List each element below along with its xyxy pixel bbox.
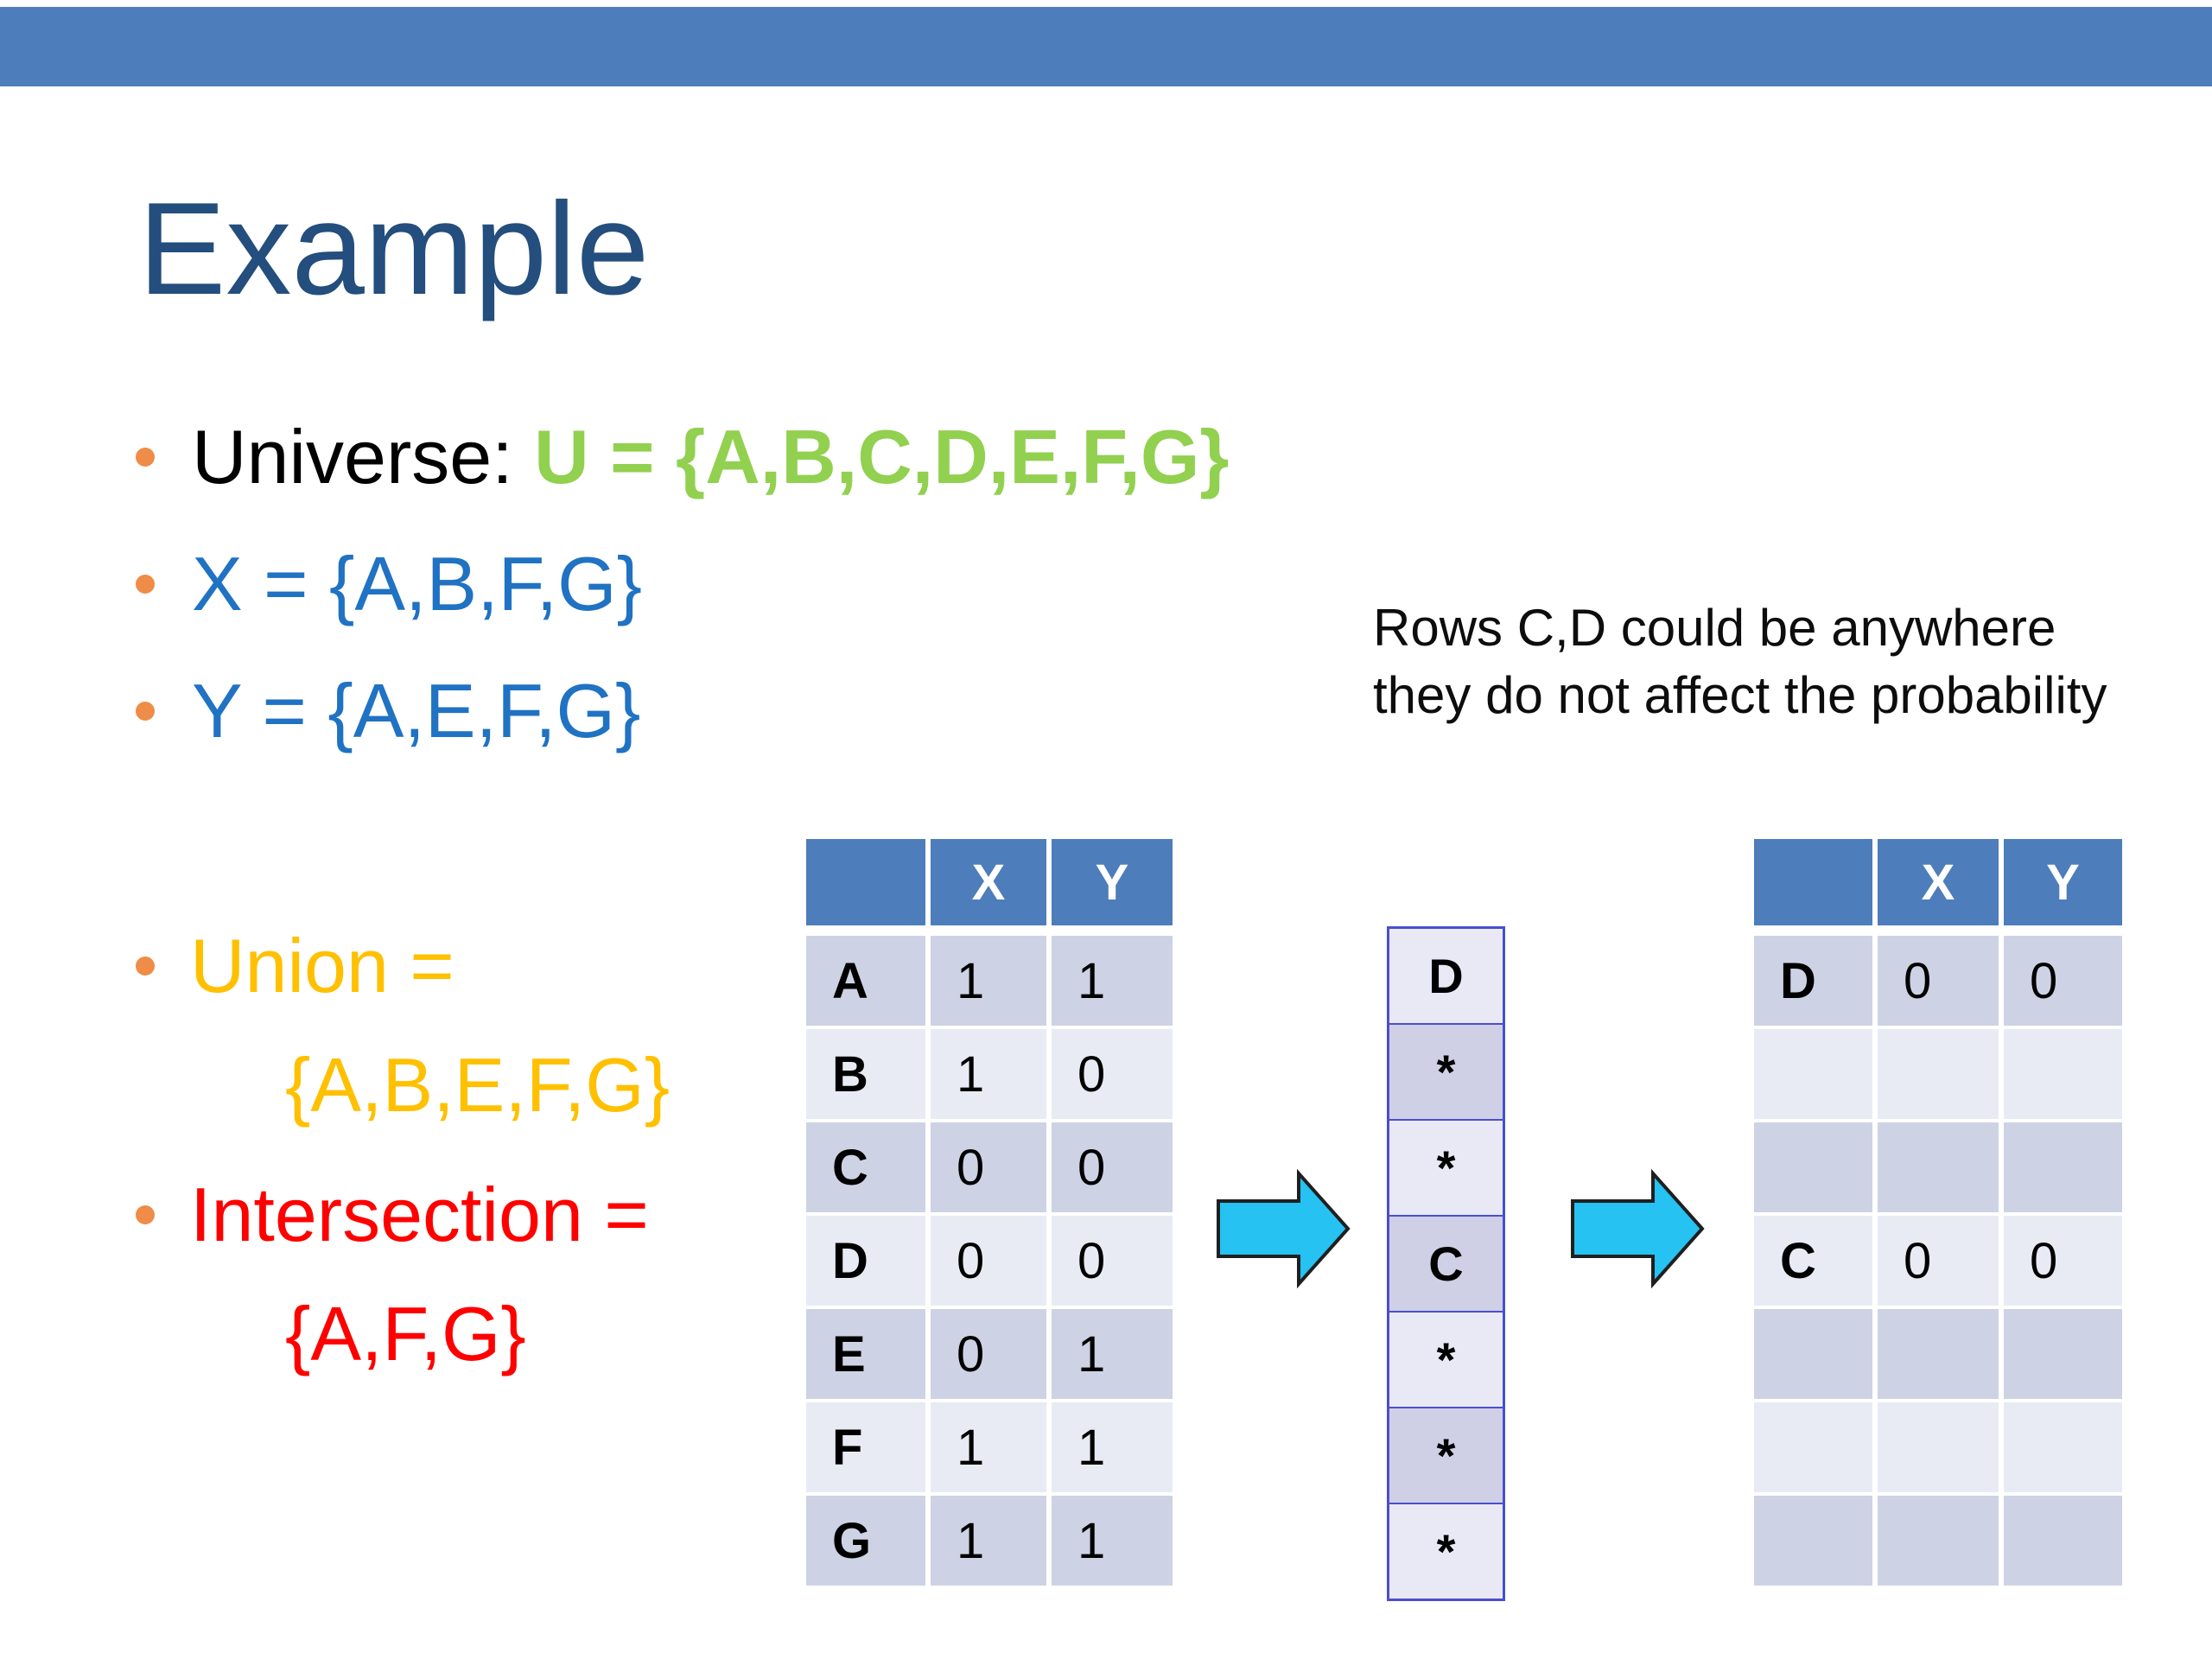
row-label-cell: F (806, 1402, 925, 1492)
bullet-dot-icon (136, 702, 155, 721)
order-cell: * (1389, 1121, 1503, 1217)
table-row: D 0 0 (806, 1216, 1173, 1306)
table-row (1754, 1309, 2122, 1399)
bullet-intersection-label: Intersection = (190, 1172, 649, 1257)
x-value-cell: 1 (931, 1029, 1046, 1119)
x-value-cell: 1 (931, 1496, 1046, 1586)
page-title: Example (138, 175, 650, 322)
y-value-cell: 0 (1052, 1029, 1173, 1119)
row-label-cell: B (806, 1029, 925, 1119)
table-row: G 1 1 (806, 1496, 1173, 1586)
order-cell: * (1389, 1408, 1503, 1504)
table-row: B 1 0 (806, 1029, 1173, 1119)
intersection-value-text: {A,F,G} (285, 1291, 526, 1376)
row-label-cell: E (806, 1309, 925, 1399)
table-body: D 0 0 C 0 0 (1754, 936, 2122, 1586)
annotation-rows-cd: Rows C,D could be anywhere they do not a… (1373, 594, 2107, 729)
y-value-cell: 1 (1052, 1402, 1173, 1492)
x-value-cell: 0 (931, 1122, 1046, 1212)
y-value-cell: 1 (1052, 1496, 1173, 1586)
x-value-cell (1878, 1309, 1999, 1399)
row-label-cell: C (806, 1122, 925, 1212)
table-row: A 1 1 (806, 936, 1173, 1026)
membership-table-full: X Y A 1 1 B 1 0 C 0 0 D 0 0 (806, 839, 1173, 1586)
order-cell: * (1389, 1025, 1503, 1121)
universe-set-text: U = {A,B,C,D,E,F,G} (534, 414, 1230, 499)
row-label-cell: G (806, 1496, 925, 1586)
bullet-dot-icon (136, 448, 155, 467)
bullet-set-x: X = {A,B,F,G} (192, 541, 642, 626)
bullet-dot-icon (136, 957, 155, 976)
right-arrow-icon (1571, 1168, 1705, 1289)
row-order-column: D * * C * * * (1387, 926, 1505, 1601)
order-cell: D (1389, 929, 1503, 1025)
header-cell-y: Y (2004, 839, 2122, 925)
order-cell: * (1389, 1313, 1503, 1408)
table-row (1754, 1496, 2122, 1586)
bullet-set-y: Y = {A,E,F,G} (192, 668, 641, 753)
right-arrow-icon (1217, 1168, 1351, 1289)
y-value-cell: 1 (1052, 1309, 1173, 1399)
header-cell-y: Y (1052, 839, 1173, 925)
table-header-row: X Y (1754, 839, 2122, 925)
x-value-cell: 1 (931, 936, 1046, 1026)
annotation-line-1: Rows C,D could be anywhere (1373, 599, 2056, 657)
x-value-cell (1878, 1029, 1999, 1119)
y-value-cell: 0 (2004, 1216, 2122, 1306)
table-row: E 0 1 (806, 1309, 1173, 1399)
row-label-cell (1754, 1309, 1872, 1399)
y-value-cell (2004, 1309, 2122, 1399)
x-value-cell (1878, 1496, 1999, 1586)
y-value-cell: 0 (1052, 1216, 1173, 1306)
row-label-cell: D (806, 1216, 925, 1306)
annotation-line-2: they do not affect the probability (1373, 666, 2107, 724)
header-cell-blank (806, 839, 925, 925)
row-label-cell (1754, 1122, 1872, 1212)
row-label-cell (1754, 1029, 1872, 1119)
row-label-cell: A (806, 936, 925, 1026)
table-row: C 0 0 (806, 1122, 1173, 1212)
table-row (1754, 1402, 2122, 1492)
header-cell-x: X (931, 839, 1046, 925)
y-value-cell: 0 (2004, 936, 2122, 1026)
x-value-cell: 0 (1878, 1216, 1999, 1306)
table-row (1754, 1122, 2122, 1212)
x-value-cell: 0 (931, 1216, 1046, 1306)
bullet-union-label: Union = (190, 923, 454, 1008)
table-row: F 1 1 (806, 1402, 1173, 1492)
union-value-text: {A,B,E,F,G} (285, 1042, 671, 1128)
table-row: C 0 0 (1754, 1216, 2122, 1306)
y-value-cell (2004, 1122, 2122, 1212)
membership-table-sparse: X Y D 0 0 C 0 0 (1754, 839, 2122, 1586)
row-label-cell: C (1754, 1216, 1872, 1306)
table-header-row: X Y (806, 839, 1173, 925)
bullet-dot-icon (136, 1205, 155, 1224)
row-label-cell (1754, 1496, 1872, 1586)
x-value-cell (1878, 1122, 1999, 1212)
y-value-cell (2004, 1029, 2122, 1119)
bullet-universe: Universe: U = {A,B,C,D,E,F,G} (192, 419, 1230, 495)
order-cell: C (1389, 1217, 1503, 1313)
table-row: D 0 0 (1754, 936, 2122, 1026)
order-cell: * (1389, 1504, 1503, 1599)
header-cell-x: X (1878, 839, 1999, 925)
x-value-cell (1878, 1402, 1999, 1492)
y-value-cell (2004, 1496, 2122, 1586)
header-cell-blank (1754, 839, 1872, 925)
top-accent-bar (0, 7, 2212, 86)
y-value-cell (2004, 1402, 2122, 1492)
row-label-cell: D (1754, 936, 1872, 1026)
y-value-cell: 0 (1052, 1122, 1173, 1212)
row-label-cell (1754, 1402, 1872, 1492)
universe-prefix-text: Universe: (192, 414, 535, 499)
x-value-cell: 0 (1878, 936, 1999, 1026)
bullet-dot-icon (136, 575, 155, 594)
table-body: A 1 1 B 1 0 C 0 0 D 0 0 E 0 1 (806, 936, 1173, 1586)
y-value-cell: 1 (1052, 936, 1173, 1026)
x-value-cell: 1 (931, 1402, 1046, 1492)
x-value-cell: 0 (931, 1309, 1046, 1399)
table-row (1754, 1029, 2122, 1119)
